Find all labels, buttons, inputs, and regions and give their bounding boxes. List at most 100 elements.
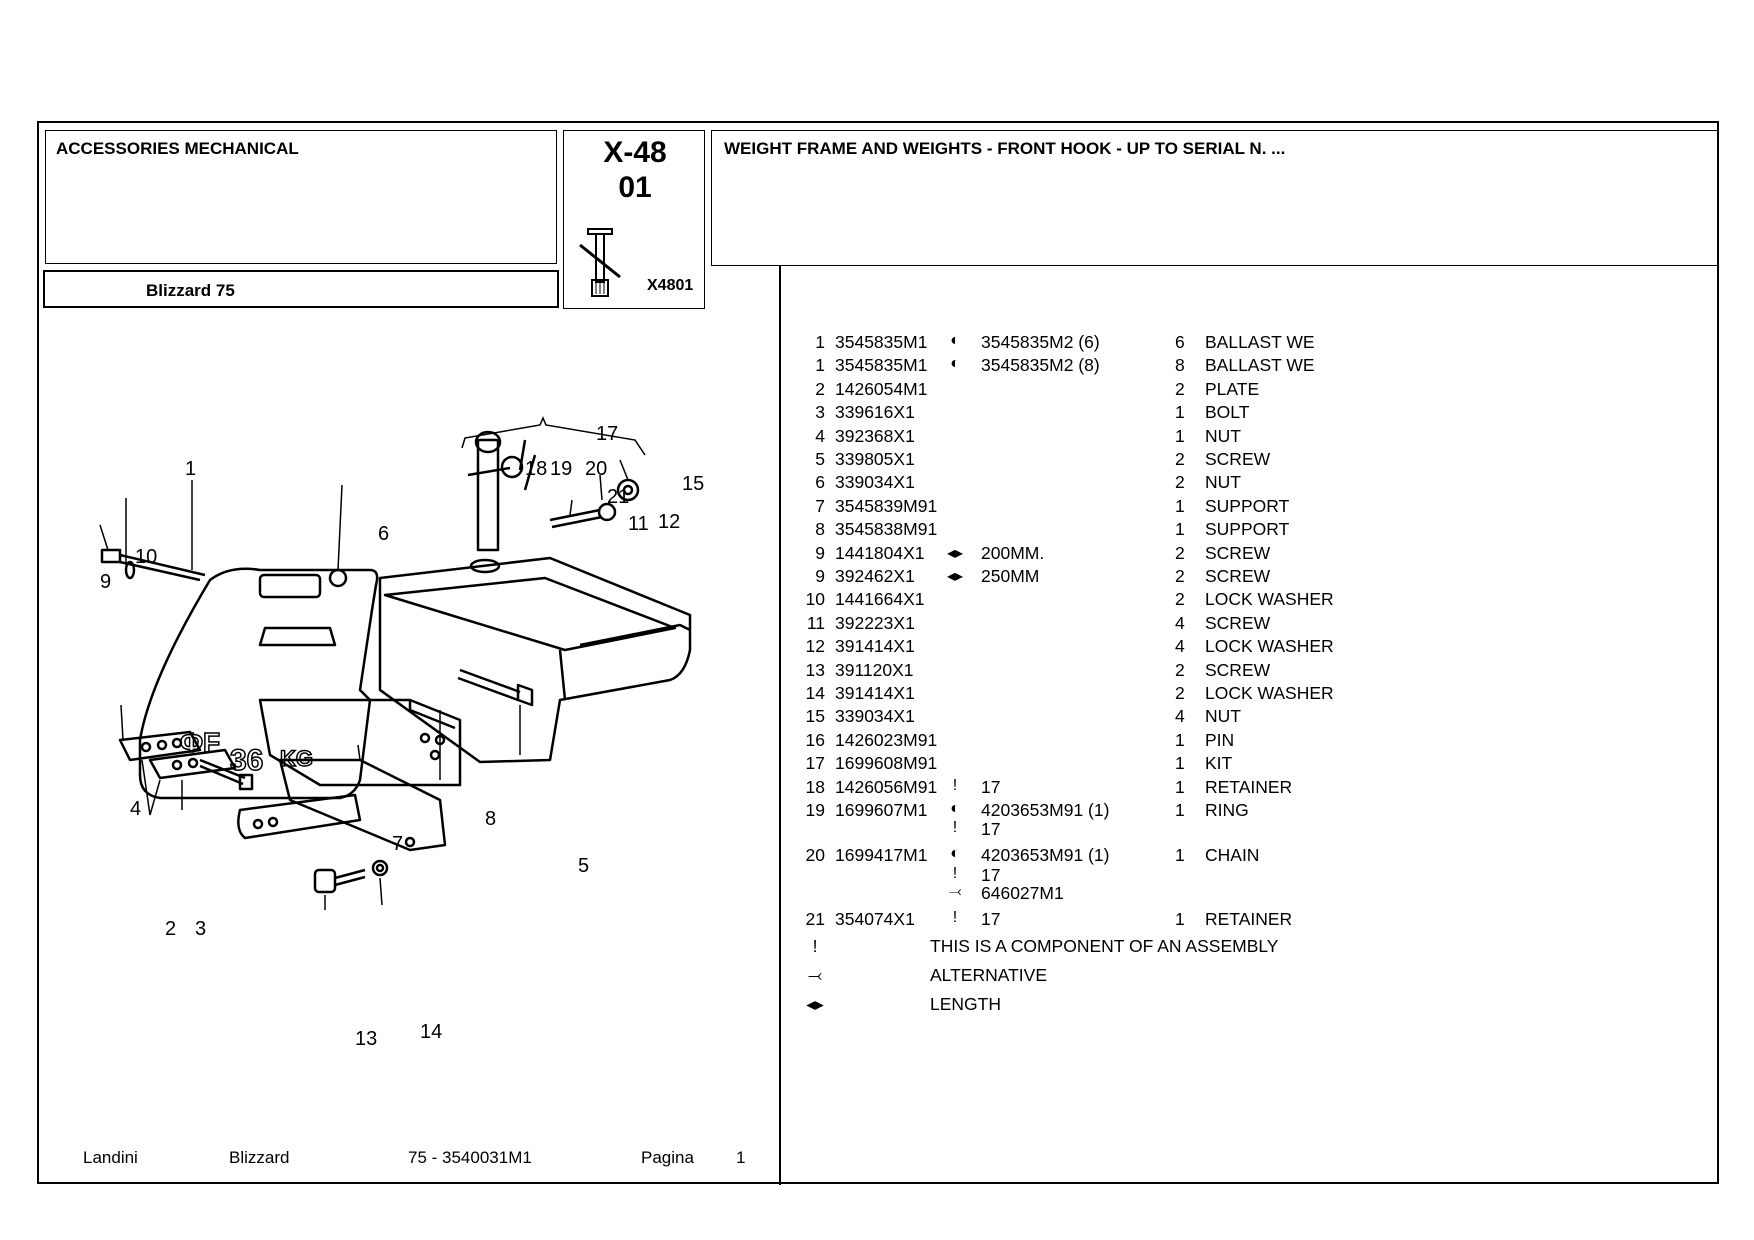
part-number: 339616X1 xyxy=(835,402,915,423)
part-number: 391414X1 xyxy=(835,683,915,703)
quantity: 2 xyxy=(1175,542,1185,563)
callout-8: 8 xyxy=(485,808,496,830)
description: SCREW xyxy=(1205,659,1271,680)
quantity: 1 xyxy=(1175,425,1185,446)
item-number: 19 xyxy=(805,800,825,820)
part-number: 392223X1 xyxy=(835,612,915,633)
description: RETAINER xyxy=(1205,908,1293,929)
quantity: 2 xyxy=(1175,378,1185,399)
sub-reference: 17 xyxy=(981,819,1001,840)
alternative-part: 3545835M2 (8) xyxy=(981,355,1100,376)
quantity: 2 xyxy=(1175,566,1185,586)
legend-symbol: ⤙ xyxy=(808,965,822,986)
description: PIN xyxy=(1205,729,1235,750)
item-number: 8 xyxy=(815,519,825,540)
image-ref: X4801 xyxy=(647,277,694,294)
part-number: 3545839M91 xyxy=(835,495,938,516)
callout-11: 11 xyxy=(628,513,649,535)
part-symbol: ◐ xyxy=(950,800,960,817)
footer-series: Blizzard xyxy=(229,1148,290,1167)
quantity: 2 xyxy=(1175,472,1185,493)
alternative-part: 4203653M91 (1) xyxy=(981,845,1110,866)
quantity: 4 xyxy=(1175,612,1185,633)
pin-shape xyxy=(476,438,500,552)
divider-line xyxy=(779,265,781,1185)
alternative-part: 250MM xyxy=(981,566,1040,586)
item-number: 9 xyxy=(815,566,825,586)
page-frame xyxy=(37,121,1719,1184)
part-number: 1699608M91 xyxy=(835,753,938,774)
model-box: Blizzard 75 xyxy=(43,270,559,308)
quantity: 1 xyxy=(1175,776,1185,797)
part-symbol: ! xyxy=(952,776,958,794)
callout-10: 10 xyxy=(135,546,157,568)
description: RING xyxy=(1205,800,1249,820)
item-number: 16 xyxy=(805,729,825,750)
sub-symbol: ! xyxy=(952,864,958,882)
callout-12: 12 xyxy=(658,511,680,533)
quantity: 6 xyxy=(1175,332,1185,352)
item-number: 14 xyxy=(805,683,825,703)
legend-symbol: ! xyxy=(812,936,818,957)
exploded-diagram: 1 2 3 4 5 6 7 8 9 10 11 12 13 14 15 17 1… xyxy=(99,416,704,1050)
svg-text:ΦF: ΦF xyxy=(180,727,220,758)
part-number: 1426023M91 xyxy=(835,729,938,750)
description: PLATE xyxy=(1205,378,1260,399)
description: LOCK WASHER xyxy=(1205,683,1334,703)
description: SCREW xyxy=(1205,612,1271,633)
part-number: 3545835M1 xyxy=(835,332,928,352)
callout-14: 14 xyxy=(420,1021,442,1043)
description: SCREW xyxy=(1205,566,1271,586)
quantity: 2 xyxy=(1175,449,1185,469)
item-number: 1 xyxy=(815,355,825,376)
callout-1: 1 xyxy=(185,458,196,480)
part-symbol: ! xyxy=(952,908,958,926)
part-number: 354074X1 xyxy=(835,908,915,929)
item-number: 9 xyxy=(815,542,825,563)
quantity: 1 xyxy=(1175,402,1185,423)
section-title-box: WEIGHT FRAME AND WEIGHTS - FRONT HOOK - … xyxy=(711,130,1718,266)
section-title: WEIGHT FRAME AND WEIGHTS - FRONT HOOK - … xyxy=(724,139,1286,158)
legend-text: THIS IS A COMPONENT OF AN ASSEMBLY xyxy=(930,936,1279,957)
part-number: 339034X1 xyxy=(835,706,915,727)
quantity: 1 xyxy=(1175,729,1185,750)
callout-20: 20 xyxy=(585,458,607,480)
ballast-logo: ΦF 36 KG xyxy=(179,726,314,778)
alternative-part: 200MM. xyxy=(981,542,1045,563)
description: SCREW xyxy=(1205,542,1271,563)
description: SCREW xyxy=(1205,449,1271,469)
description: LOCK WASHER xyxy=(1205,589,1334,610)
callout-13: 13 xyxy=(355,1028,377,1050)
category-title: ACCESSORIES MECHANICAL xyxy=(56,139,299,158)
item-number: 2 xyxy=(815,378,825,399)
part-symbol: ◐ xyxy=(950,332,960,349)
description: KIT xyxy=(1205,753,1233,774)
part-number: 339805X1 xyxy=(835,449,915,469)
part-number: 1699417M1 xyxy=(835,845,928,866)
callout-15: 15 xyxy=(682,473,704,495)
group-code: X-48 xyxy=(603,136,667,169)
part-symbol: ◂▸ xyxy=(946,568,964,585)
description: NUT xyxy=(1205,706,1241,727)
callout-17: 17 xyxy=(596,423,618,445)
description: SUPPORT xyxy=(1205,519,1290,540)
sub-reference: 17 xyxy=(981,864,1001,885)
callout-5: 5 xyxy=(578,855,589,877)
legend-text: ALTERNATIVE xyxy=(930,965,1048,986)
svg-text:36: 36 xyxy=(230,744,263,777)
frame-tray-shape xyxy=(378,556,692,764)
quantity: 1 xyxy=(1175,495,1185,516)
description: NUT xyxy=(1205,472,1241,493)
callout-18: 18 xyxy=(525,458,547,480)
item-number: 13 xyxy=(805,659,825,680)
description: BALLAST WE xyxy=(1205,355,1315,376)
item-number: 21 xyxy=(805,908,825,929)
part-number: 1441664X1 xyxy=(835,589,925,610)
group-sub-code: 01 xyxy=(618,171,652,204)
quantity: 2 xyxy=(1175,683,1185,703)
callout-6: 6 xyxy=(378,523,389,545)
part-number: 392368X1 xyxy=(835,425,915,446)
part-symbol: ◐ xyxy=(950,355,960,373)
item-number: 4 xyxy=(815,425,825,446)
svg-text:KG: KG xyxy=(280,746,313,771)
